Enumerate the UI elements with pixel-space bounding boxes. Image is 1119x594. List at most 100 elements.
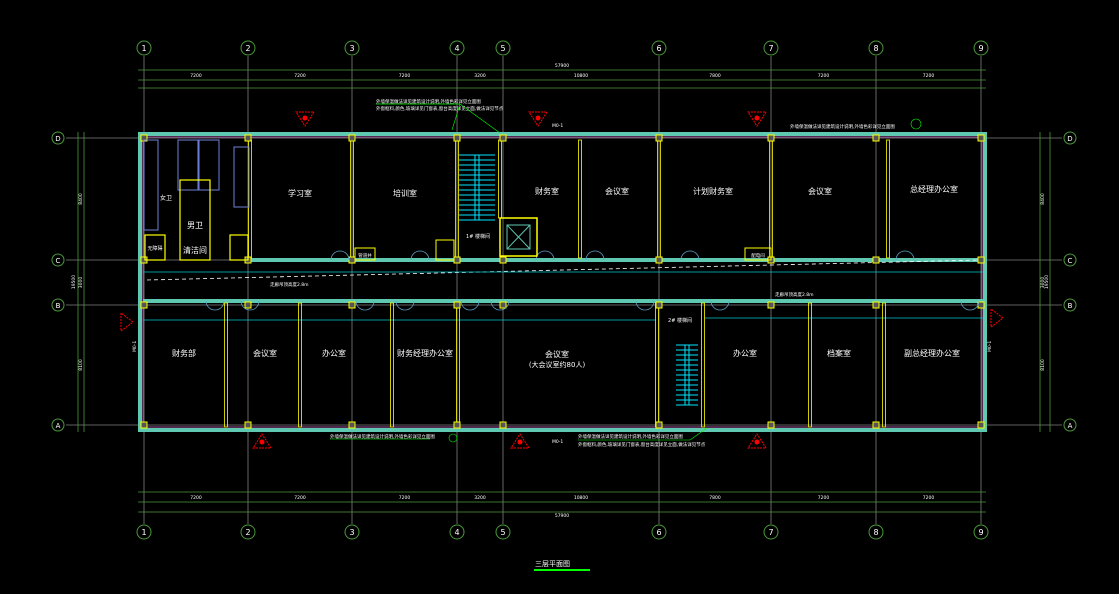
column [499, 421, 507, 429]
interior-wall-line [142, 136, 983, 428]
axis-label: 9 [978, 528, 983, 537]
dimension-lines: 5790057900720072007200720072007200320032… [71, 63, 1051, 519]
partition-wall [882, 302, 886, 428]
axis-bubble [344, 524, 360, 540]
stair-2-label: 2# 楼梯间 [668, 317, 692, 324]
axis-bubble [868, 524, 884, 540]
dimension-text: 7200 [923, 495, 935, 501]
room-label: 财务室 [535, 186, 559, 196]
door-swing [205, 300, 225, 311]
column [348, 301, 356, 309]
column [767, 301, 775, 309]
elevation-symbol-icon [295, 111, 315, 127]
axis-label: A [56, 422, 61, 430]
axis-label: 4 [454, 44, 459, 53]
axis-bubble [136, 524, 152, 540]
dimension-text: 8100 [1040, 359, 1046, 371]
column [655, 256, 663, 264]
room-label: 计划财务室 [693, 186, 733, 196]
elevation-symbol-icon [528, 111, 548, 127]
toilet-label: 女卫 [160, 194, 172, 202]
wall-note: 外窗框料,颜色,玻璃详见门窗表,窗台高度详见立面,做法详见节点 [376, 105, 504, 112]
axis-label: 7 [768, 44, 773, 53]
dimension-text: 7200 [399, 495, 411, 501]
column [140, 421, 148, 429]
column [767, 421, 775, 429]
partition-wall [808, 302, 812, 428]
elevation-symbol-dot [754, 115, 760, 121]
axis-bubble [51, 298, 65, 312]
axis-label: 6 [656, 528, 661, 537]
toilet-label: 男卫 [187, 221, 203, 230]
exterior-wall [138, 132, 987, 432]
axis-bubble [763, 524, 779, 540]
room-labels-top: 学习室 培训室 财务室 会议室 计划财务室 会议室 总经理办公室 [288, 184, 958, 198]
dimension-text: 7200 [190, 73, 202, 79]
axis-label: A [1068, 422, 1073, 430]
axis-label: 2 [245, 528, 250, 537]
door-swing [680, 250, 700, 261]
section-line [146, 259, 981, 281]
partition-wall [298, 302, 302, 428]
dimension-text: 7200 [923, 73, 935, 79]
column [453, 256, 461, 264]
shaft-label: 管道井 [358, 252, 372, 259]
room-label: 会议室 [808, 186, 832, 196]
dimension-text: 57900 [555, 63, 569, 69]
partition-wall [224, 302, 228, 428]
column [655, 134, 663, 142]
axis-bubble [651, 40, 667, 56]
column [453, 134, 461, 142]
column [655, 301, 663, 309]
room-label: 会议室 [605, 186, 629, 196]
axis-bubble [763, 40, 779, 56]
room-label: 培训室 [393, 188, 417, 198]
dimension-text: 7200 [190, 495, 202, 501]
dimension-text: 7200 [294, 73, 306, 79]
column [499, 134, 507, 142]
door-swing [355, 300, 375, 311]
drawing-title: 三层平面图 [535, 560, 570, 568]
column [140, 301, 148, 309]
doors [205, 250, 980, 311]
room-label: 总经理办公室 [910, 184, 958, 194]
door-swing [535, 250, 555, 261]
door-swing [490, 300, 510, 311]
column [977, 256, 985, 264]
door-swing [460, 300, 480, 311]
axis-bubble [495, 524, 511, 540]
partition-wall [578, 139, 582, 259]
axis-label: D [1067, 135, 1072, 143]
wall-note: 外墙保温做法详见建筑设计说明,外墙色彩详见立面图 [790, 123, 895, 130]
elevation-symbol-dot [517, 439, 523, 445]
column [453, 421, 461, 429]
column [977, 421, 985, 429]
axis-bubble [136, 40, 152, 56]
axis-bubble [1063, 131, 1077, 145]
room-label: 会议室 [253, 348, 277, 358]
dimension-text: 7200 [818, 495, 830, 501]
axis-label: B [56, 302, 61, 310]
dimension-text: 3200 [474, 73, 486, 79]
dimension-text: 10800 [574, 73, 588, 79]
stair-2 [676, 344, 698, 406]
column [872, 256, 880, 264]
door-swing [395, 300, 415, 311]
axis-bubble [51, 418, 65, 432]
axis-label: 1 [141, 44, 146, 53]
axis-label: C [1068, 257, 1073, 265]
dimension-text: 8100 [78, 359, 84, 371]
axis-label: B [1068, 302, 1073, 310]
axis-bubble [1063, 253, 1077, 267]
annotations: 外墙保温做法详见建筑设计说明,外墙色彩详见立面图 外窗框料,颜色,玻璃详见门窗表… [132, 98, 993, 448]
elevation-symbol-dot [259, 439, 265, 445]
elevation-symbol-icon [120, 312, 134, 332]
axis-label: D [55, 135, 60, 143]
room-label: (大会议室约80人) [529, 360, 586, 369]
column [977, 134, 985, 142]
dimension-text: 7200 [294, 495, 306, 501]
axis-label: 6 [656, 44, 661, 53]
axis-label: 3 [349, 44, 354, 53]
door-swing [330, 250, 350, 261]
